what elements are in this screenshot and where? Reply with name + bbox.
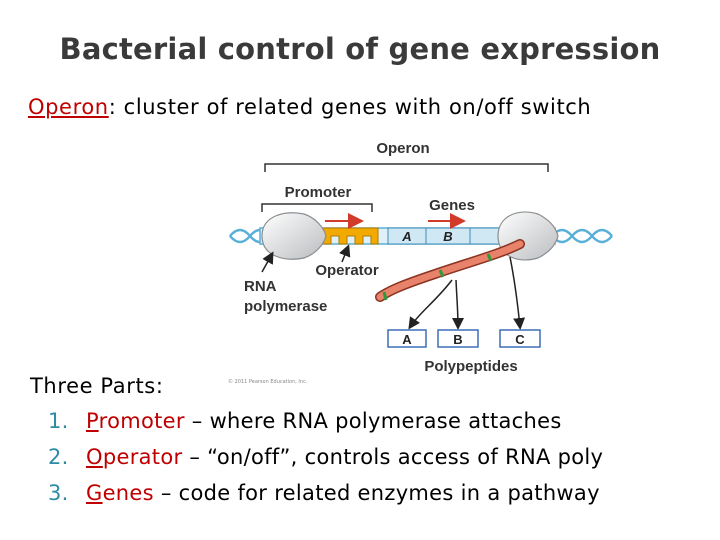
polypeptide-a-label: A (402, 332, 412, 347)
part-initial: P (86, 409, 99, 433)
arrow-to-polypeptide-b (451, 279, 464, 330)
dna-helix-right-2 (551, 228, 613, 244)
operator-region (319, 227, 379, 245)
part-description: – code for related enzymes in a pathway (153, 481, 600, 505)
part-initial: O (86, 445, 103, 469)
rna-polymerase-pointer (261, 251, 274, 273)
list-number: 2. (48, 445, 69, 469)
part-name: romoter (98, 409, 185, 433)
part-description: – where RNA polymerase attaches (184, 409, 562, 433)
operon-label: Operon (376, 140, 429, 157)
mrna-mark-3 (382, 291, 388, 301)
arrow-to-polypeptide-a (408, 279, 453, 330)
operator-pointer (339, 244, 351, 263)
mrna-mark-1 (486, 253, 493, 262)
rna-polymerase-left (261, 212, 327, 260)
parts-list: 1. Promoter – where RNA polymerase attach… (48, 409, 603, 517)
promoter-label: Promoter (285, 184, 352, 201)
part-initial: G (86, 481, 103, 505)
operator-label: Operator (315, 262, 379, 279)
operon-diagram: Operon Promoter Genes A B C Operator RNA… (228, 140, 613, 385)
gene-a-label: A (401, 229, 411, 244)
rna-polymerase-label-1: RNA (244, 278, 277, 295)
arrow-to-polypeptide-c (509, 256, 526, 330)
polypeptide-b-label: B (453, 332, 462, 347)
mrna-strand-fill (376, 240, 524, 301)
operon-bracket (264, 163, 549, 172)
list-item: 1. Promoter – where RNA polymerase attach… (48, 409, 603, 445)
dna-helix-right-1 (551, 228, 613, 244)
copyright-notice: © 2011 Pearson Education, Inc. (228, 378, 308, 385)
polypeptide-b-box (437, 329, 479, 348)
polypeptide-c-box (499, 329, 541, 348)
page-title: Bacterial control of gene expression (59, 32, 661, 66)
operon-definition: Operon: cluster of related genes with on… (28, 95, 591, 119)
rna-polymerase-label-2: polymerase (244, 298, 327, 315)
list-item: 3. Genes – code for related enzymes in a … (48, 481, 603, 517)
list-number: 1. (48, 409, 69, 433)
mrna-mark-2 (438, 269, 445, 278)
polypeptide-a-box (387, 329, 427, 348)
part-name: perator (102, 445, 183, 469)
operon-definition-text: : cluster of related genes with on/off s… (108, 95, 592, 119)
promoter-bracket (261, 203, 373, 212)
parts-heading: Three Parts: (30, 374, 164, 398)
gene-b-label: B (443, 229, 452, 244)
polypeptide-c-label: C (515, 332, 525, 347)
list-number: 3. (48, 481, 69, 505)
part-description: – “on/off”, controls access of RNA poly (182, 445, 604, 469)
polypeptides-label: Polypeptides (424, 358, 517, 375)
operon-term: Operon (28, 95, 109, 119)
part-name: enes (102, 481, 154, 505)
list-item: 2. Operator – “on/off”, controls access o… (48, 445, 603, 481)
genes-label: Genes (429, 197, 475, 214)
